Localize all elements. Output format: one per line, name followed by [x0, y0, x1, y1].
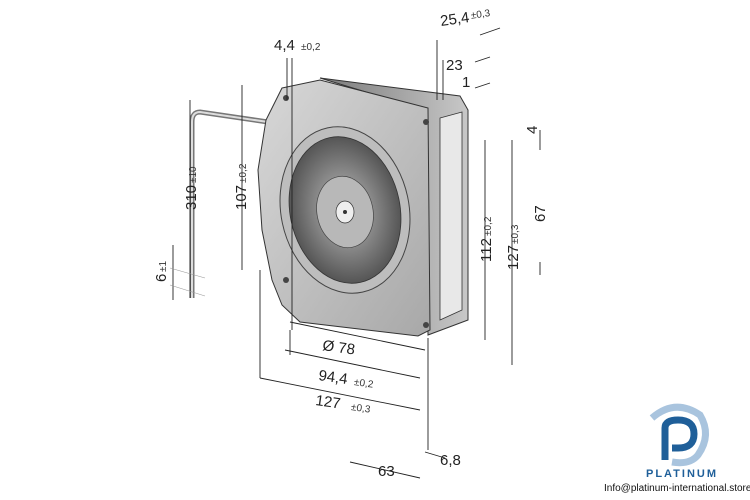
- svg-text:±10: ±10: [188, 166, 199, 183]
- mounting-hole: [283, 277, 289, 283]
- cable: [189, 109, 269, 298]
- contact-email[interactable]: Info@platinum-international.store: [604, 483, 750, 494]
- svg-text:107: 107: [233, 185, 250, 210]
- dim-flange: 1: [462, 74, 470, 91]
- dim-outlet-height: 112 ±0,2: [478, 216, 495, 262]
- svg-text:±0,2: ±0,2: [301, 42, 321, 53]
- fan-front-face: [257, 79, 431, 337]
- svg-text:6: 6: [153, 274, 170, 282]
- dim-strip-length: 6 ±1: [153, 261, 170, 282]
- dim-inlet-diameter: Ø 78: [321, 337, 356, 358]
- dim-hole-spacing-v: 107 ±0,2: [233, 163, 250, 210]
- svg-text:127: 127: [505, 245, 522, 270]
- svg-text:127: 127: [314, 392, 341, 412]
- dim-outlet-width-offset: 6,8: [440, 452, 461, 469]
- dim-outlet-offset: 4: [524, 126, 541, 134]
- svg-text:4,4: 4,4: [274, 37, 295, 54]
- svg-text:±0,2: ±0,2: [238, 163, 249, 183]
- dim-depth-housing: 23: [446, 57, 463, 74]
- mounting-hole: [283, 95, 289, 101]
- svg-text:±0,3: ±0,3: [470, 8, 491, 22]
- brand-name: PLATINUM: [646, 468, 719, 480]
- platinum-logo-icon: [649, 403, 709, 467]
- svg-text:94,4: 94,4: [317, 367, 348, 388]
- svg-text:±0,3: ±0,3: [350, 402, 371, 416]
- dim-outlet-width: 63: [378, 463, 395, 480]
- dim-depth-total: 25,4 ±0,3: [439, 8, 491, 30]
- dim-outlet-center: 67: [532, 205, 549, 222]
- dim-hole-spacing-h: 94,4 ±0,2: [317, 367, 374, 391]
- fan-housing-side: [319, 77, 469, 336]
- dim-cable-length: 310 ±10: [183, 166, 200, 210]
- dim-width: 127 ±0,3: [314, 392, 371, 416]
- svg-text:112: 112: [478, 238, 495, 262]
- svg-text:±1: ±1: [158, 261, 169, 272]
- svg-text:25,4: 25,4: [439, 9, 470, 30]
- dim-height-right: 127 ±0,3: [505, 224, 522, 270]
- dimension-lines: [169, 27, 541, 479]
- svg-text:310: 310: [183, 185, 200, 210]
- dim-hole-offset: 4,4 ±0,2: [274, 37, 321, 54]
- mounting-hole: [423, 119, 429, 125]
- svg-text:±0,2: ±0,2: [483, 216, 494, 236]
- svg-text:±0,3: ±0,3: [510, 224, 521, 244]
- svg-text:±0,2: ±0,2: [353, 377, 374, 391]
- mounting-hole: [423, 322, 429, 328]
